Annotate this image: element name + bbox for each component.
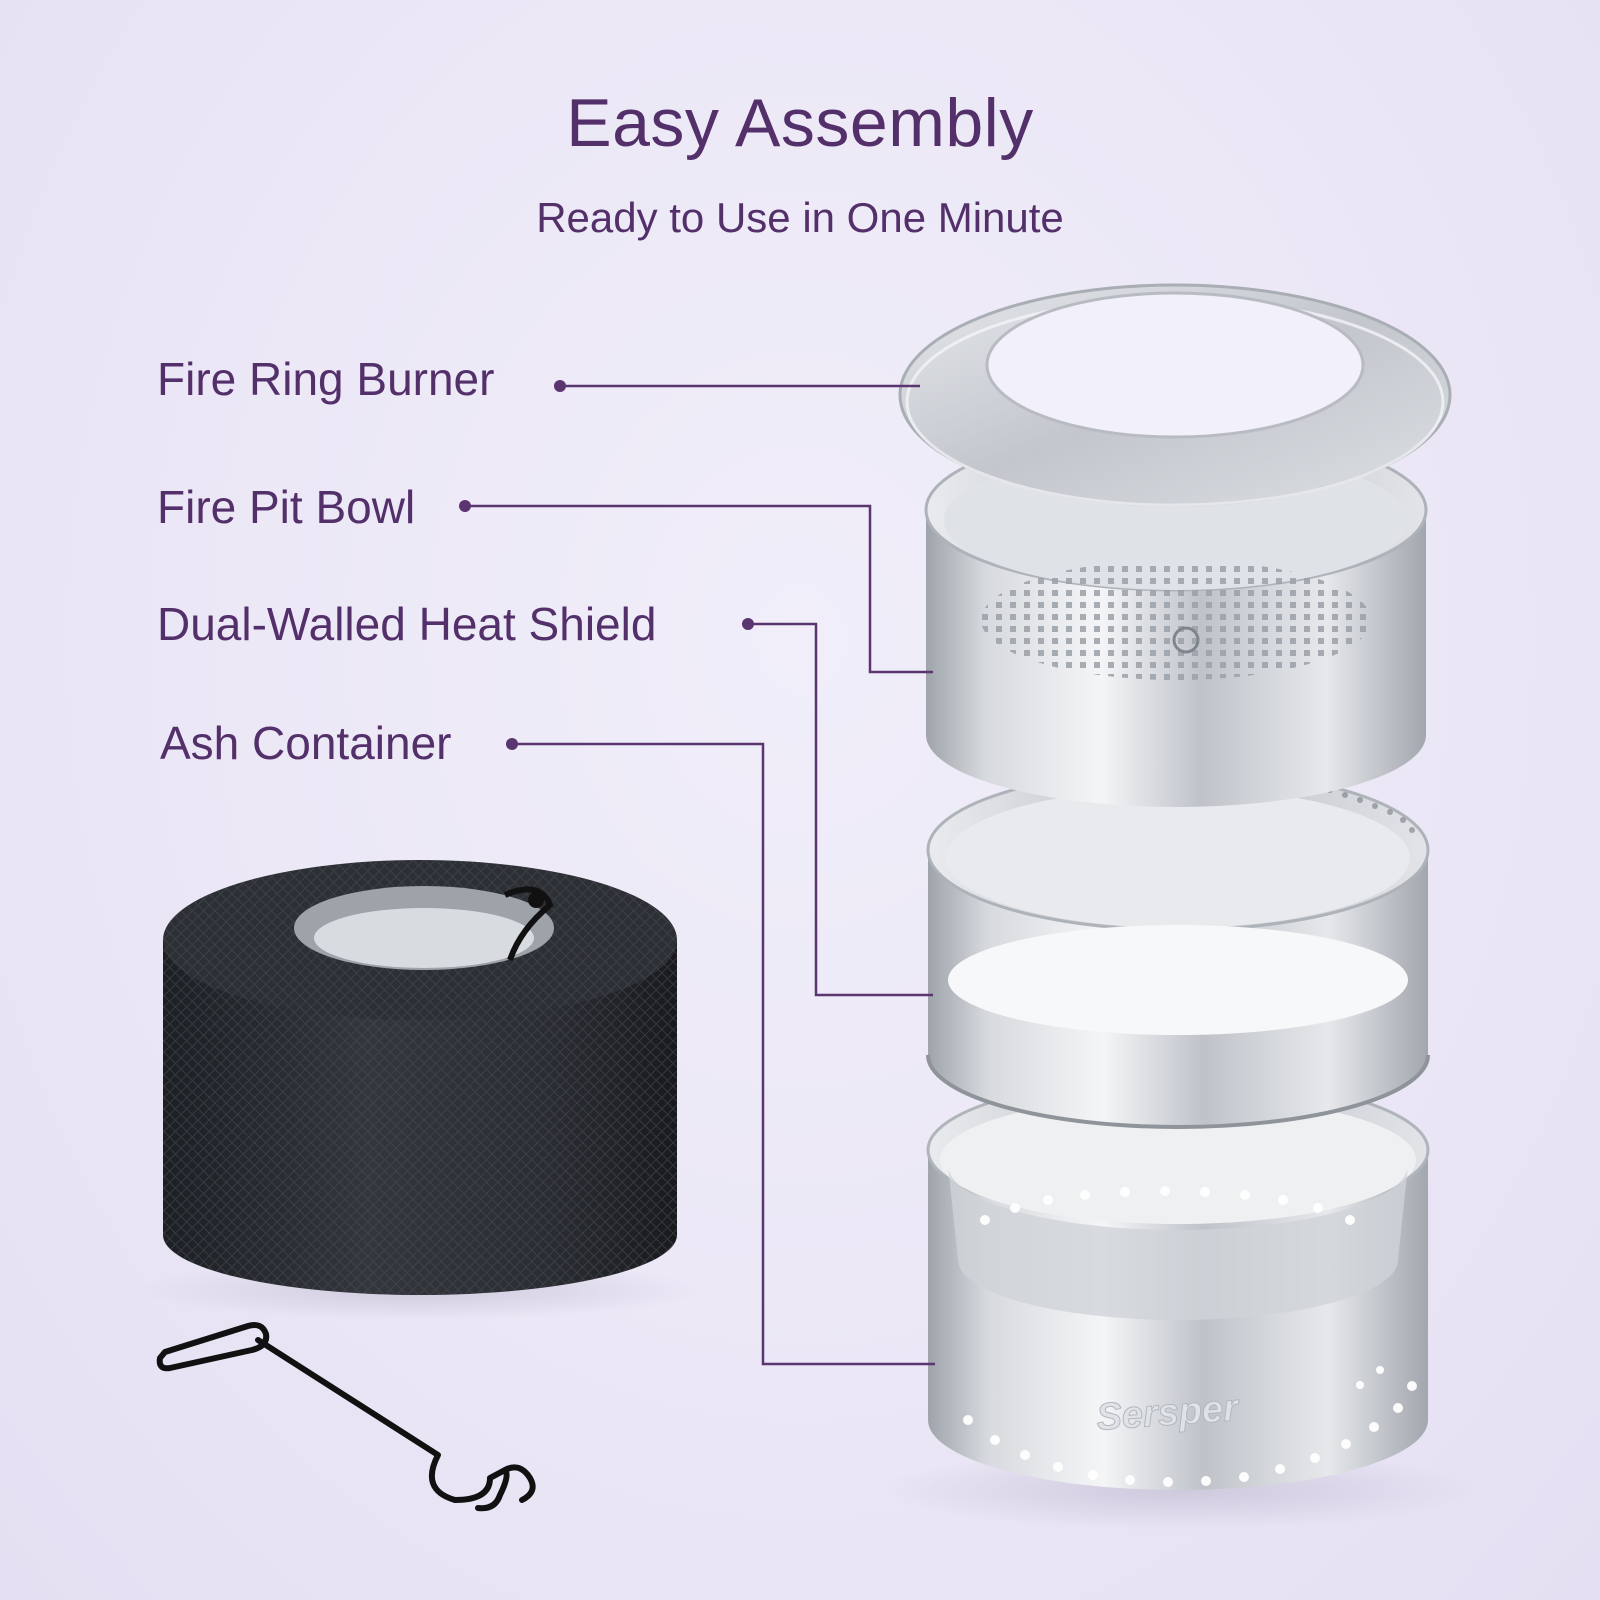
label-ash-container: Ash Container <box>160 717 452 769</box>
leader-line-heat-shield <box>748 622 933 997</box>
fire-ring-burner-illustration <box>898 283 1452 507</box>
bowl-grate <box>981 560 1371 680</box>
ash-vent-holes <box>963 1186 1417 1487</box>
leader-line-ash-container <box>512 742 935 1366</box>
page-subtitle: Ready to Use in One Minute <box>536 194 1064 241</box>
grate-ring-handle <box>1172 626 1200 654</box>
label-heat-shield: Dual-Walled Heat Shield <box>157 598 657 650</box>
leader-dot-fire-pit-bowl <box>459 500 471 512</box>
lifting-hook-illustration <box>156 1322 536 1512</box>
storage-cover-illustration <box>163 860 677 1295</box>
leader-dot-heat-shield <box>742 618 754 630</box>
leader-dot-fire-ring-burner <box>554 380 566 392</box>
label-fire-ring-burner: Fire Ring Burner <box>157 353 495 405</box>
leader-dot-ash-container <box>506 738 518 750</box>
leader-dots <box>459 380 754 750</box>
page-title: Easy Assembly <box>566 85 1034 161</box>
leader-lines <box>465 384 935 1366</box>
heat-shield-illustration <box>926 768 1430 1129</box>
ash-container-illustration: Sersper <box>926 1076 1430 1490</box>
label-fire-pit-bowl: Fire Pit Bowl <box>157 481 416 533</box>
leader-line-fire-pit-bowl <box>465 504 933 674</box>
